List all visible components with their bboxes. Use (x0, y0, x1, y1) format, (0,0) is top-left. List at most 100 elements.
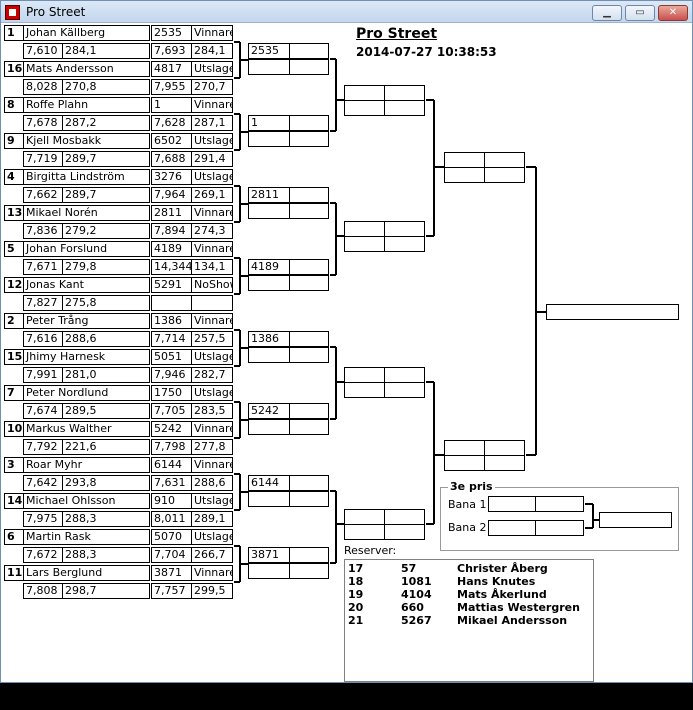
quarterfinal-box[interactable] (344, 367, 385, 383)
racer-name[interactable]: Johan Forslund (23, 241, 150, 257)
qual-speed: 281,0 (62, 367, 150, 383)
race-speed: 299,5 (191, 583, 233, 599)
car-number[interactable]: 6502 (151, 133, 192, 149)
car-number[interactable]: 5051 (151, 349, 192, 365)
maximize-icon: ▭ (635, 7, 645, 18)
car-number[interactable]: 5242 (151, 421, 192, 437)
lane2-left-box[interactable] (488, 520, 536, 536)
car-number[interactable]: 1 (151, 97, 192, 113)
semifinal-box (484, 455, 525, 471)
semifinal-box[interactable] (444, 440, 485, 456)
racer-name[interactable]: Peter Nordlund (23, 385, 150, 401)
round2-number[interactable]: 5242 (248, 403, 290, 419)
quarterfinal-box (384, 221, 425, 237)
racer-name[interactable]: Kjell Mosbakk (23, 133, 150, 149)
round2-time (248, 203, 290, 219)
racer-name[interactable]: Martin Rask (23, 529, 150, 545)
quarterfinal-box (384, 509, 425, 525)
maximize-button[interactable]: ▭ (625, 5, 655, 21)
reserve-name: Mats Åkerlund (457, 588, 547, 601)
quarterfinal-box[interactable] (344, 85, 385, 101)
race-speed: 277,8 (191, 439, 233, 455)
quarterfinal-box[interactable] (344, 509, 385, 525)
lane1-right-box[interactable] (535, 496, 584, 512)
racer-name[interactable]: Mats Andersson (23, 61, 150, 77)
racer-name[interactable]: Lars Berglund (23, 565, 150, 581)
qual-speed: 288,3 (62, 511, 150, 527)
race-time: 7,704 (151, 547, 192, 563)
racer-name[interactable]: Mikael Norén (23, 205, 150, 221)
qual-time: 7,792 (23, 439, 63, 455)
reserve-position: 21 (348, 614, 364, 627)
race-time: 7,757 (151, 583, 192, 599)
racer-name[interactable]: Roffe Plahn (23, 97, 150, 113)
seed-number: 7 (4, 385, 24, 401)
race-time: 7,964 (151, 187, 192, 203)
round2-result (289, 331, 329, 347)
qual-time: 7,674 (23, 403, 63, 419)
third-prize-winner-box[interactable] (599, 512, 672, 528)
reserve-name: Mikael Andersson (457, 614, 568, 627)
seed-number: 9 (4, 133, 24, 149)
round2-number[interactable]: 1 (248, 115, 290, 131)
round2-speed (289, 59, 329, 75)
close-button[interactable]: ✕ (658, 5, 688, 21)
lane2-right-box[interactable] (535, 520, 584, 536)
semifinal-box[interactable] (444, 152, 485, 168)
race-result: Vinnare (191, 313, 233, 329)
quarterfinal-box[interactable] (344, 221, 385, 237)
seed-number: 8 (4, 97, 24, 113)
race-speed: 289,1 (191, 511, 233, 527)
car-number[interactable]: 4817 (151, 61, 192, 77)
minimize-button[interactable]: ▁ (592, 5, 622, 21)
race-speed: 274,3 (191, 223, 233, 239)
app-icon[interactable] (5, 5, 20, 20)
qual-time: 7,808 (23, 583, 63, 599)
title-bar[interactable]: Pro Street ▁ ▭ ✕ (1, 1, 692, 23)
round2-number[interactable]: 1386 (248, 331, 290, 347)
racer-name[interactable]: Michael Ohlsson (23, 493, 150, 509)
racer-name[interactable]: Markus Walther (23, 421, 150, 437)
quarterfinal-box (344, 236, 385, 252)
racer-name[interactable]: Birgitta Lindström (23, 169, 150, 185)
car-number[interactable]: 2811 (151, 205, 192, 221)
round2-number[interactable]: 2811 (248, 187, 290, 203)
round2-result (289, 115, 329, 131)
racer-name[interactable]: Roar Myhr (23, 457, 150, 473)
racer-name[interactable]: Peter Trång (23, 313, 150, 329)
qual-speed: 289,7 (62, 187, 150, 203)
race-speed (191, 295, 233, 311)
round2-number[interactable]: 3871 (248, 547, 290, 563)
car-number[interactable]: 5291 (151, 277, 192, 293)
race-result: Utslagen (191, 169, 233, 185)
lane1-left-box[interactable] (488, 496, 536, 512)
car-number[interactable]: 4189 (151, 241, 192, 257)
racer-name[interactable]: Jonas Kant (23, 277, 150, 293)
final-winner-box[interactable] (546, 304, 679, 320)
car-number[interactable]: 1386 (151, 313, 192, 329)
car-number[interactable]: 6144 (151, 457, 192, 473)
car-number[interactable]: 1750 (151, 385, 192, 401)
round2-speed (289, 203, 329, 219)
racer-name[interactable]: Johan Källberg (23, 25, 150, 41)
round2-number[interactable]: 6144 (248, 475, 290, 491)
timestamp: 2014-07-27 10:38:53 (356, 45, 497, 59)
reserve-number: 5267 (401, 614, 432, 627)
car-number[interactable]: 3871 (151, 565, 192, 581)
car-number[interactable]: 910 (151, 493, 192, 509)
car-number[interactable]: 2535 (151, 25, 192, 41)
car-number[interactable]: 5070 (151, 529, 192, 545)
round2-number[interactable]: 4189 (248, 259, 290, 275)
qual-speed: 289,7 (62, 151, 150, 167)
seed-number: 13 (4, 205, 24, 221)
close-icon: ✕ (668, 7, 678, 18)
qual-time: 7,642 (23, 475, 63, 491)
round2-number[interactable]: 2535 (248, 43, 290, 59)
race-time: 7,714 (151, 331, 192, 347)
racer-name[interactable]: Jhimy Harnesk (23, 349, 150, 365)
reserve-name: Christer Åberg (457, 562, 548, 575)
race-result: Vinnare (191, 25, 233, 41)
qual-time: 7,991 (23, 367, 63, 383)
car-number[interactable]: 3276 (151, 169, 192, 185)
